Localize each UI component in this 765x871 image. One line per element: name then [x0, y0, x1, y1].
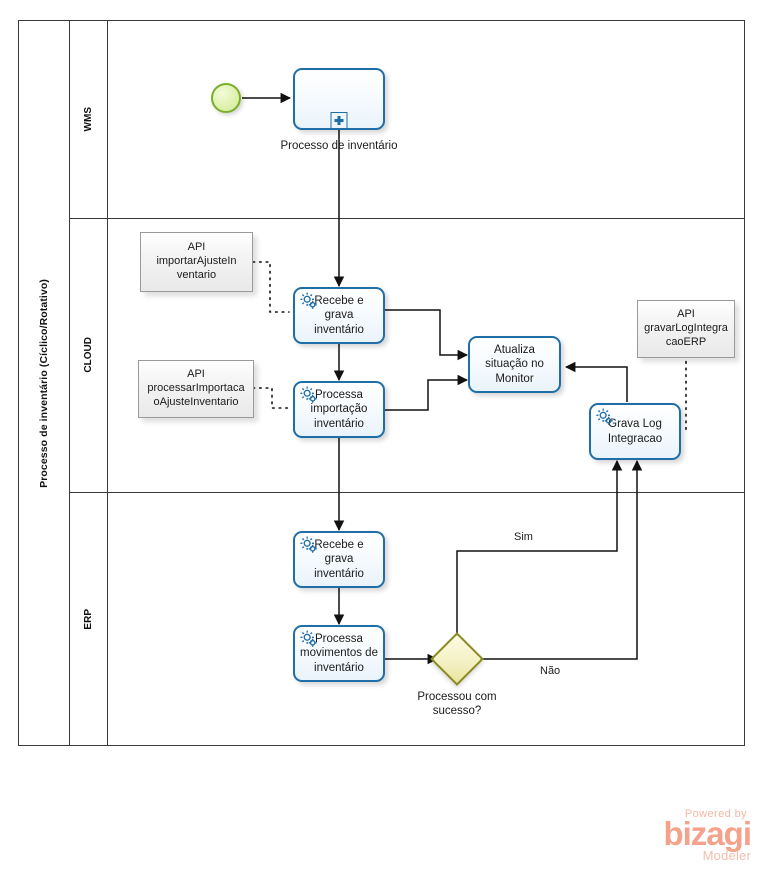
pool-header: Processo de inventário (Cíclico/Rotativo…	[18, 20, 70, 746]
flow-label-nao: Não	[540, 665, 561, 677]
annotation-api-processar-importacao: API processarImportaca oAjusteInventario	[138, 360, 254, 418]
lane-separator-2	[70, 492, 745, 493]
task-cloud-processa-importacao-inventario[interactable]: Processa importação inventário	[293, 381, 385, 438]
bizagi-watermark: Powered by bizagi Modeler	[663, 807, 752, 863]
annotation-text: API processarImportaca oAjusteInventario	[147, 368, 245, 408]
watermark-brand: bizagi	[663, 814, 752, 852]
start-event[interactable]	[211, 83, 241, 113]
watermark-product: Modeler	[702, 848, 751, 863]
task-processo-de-inventario[interactable]: Processo de inventário	[293, 68, 385, 130]
annotation-text: API importarAjusteIn ventario	[156, 241, 237, 281]
task-processo-de-inventario-label: Processo de inventário	[280, 140, 398, 152]
lane-label-wms: WMS	[83, 106, 94, 132]
task-erp-recebe-e-grava-inventario[interactable]: Recebe e grava inventário	[293, 531, 385, 588]
lane-label-cloud: CLOUD	[83, 337, 94, 373]
task-atualiza-situacao-no-monitor[interactable]: Atualiza situação no Monitor	[468, 336, 561, 393]
lane-label-erp: ERP	[83, 608, 94, 630]
lane-header-erp: ERP	[70, 492, 108, 746]
gateway-processou-com-sucesso[interactable]	[430, 632, 484, 686]
task-label: Recebe e grava inventário	[314, 539, 364, 580]
lane-header-wms: WMS	[70, 20, 108, 218]
watermark-powered-by: Powered by	[684, 807, 747, 820]
annotation-api-gravar-log-integracao-erp: API gravarLogIntegra caoERP	[637, 300, 735, 358]
annotation-text: API gravarLogIntegra caoERP	[644, 308, 728, 348]
task-label: Processa importação inventário	[310, 389, 368, 430]
task-erp-processa-movimentos-inventario[interactable]: Processa movimentos de inventário	[293, 625, 385, 682]
task-label: Atualiza situação no Monitor	[485, 344, 544, 385]
flow-label-sim: Sim	[514, 531, 533, 543]
task-label: Grava Log Integracao	[607, 418, 663, 445]
task-label: Processa movimentos de inventário	[300, 633, 378, 674]
lane-header-cloud: CLOUD	[70, 218, 108, 492]
annotation-api-importar-ajuste-inventario: API importarAjusteIn ventario	[140, 232, 253, 292]
lane-separator-1	[70, 218, 745, 219]
task-grava-log-integracao[interactable]: Grava Log Integracao	[589, 403, 681, 460]
pool-title: Processo de inventário (Cíclico/Rotativo…	[37, 278, 50, 488]
gateway-label: Processou com sucesso?	[417, 691, 497, 717]
gateway-diamond	[430, 632, 484, 686]
task-cloud-recebe-e-grava-inventario[interactable]: Recebe e grava inventário	[293, 287, 385, 344]
task-label: Recebe e grava inventário	[314, 295, 364, 336]
collapsed-subprocess-icon[interactable]	[330, 112, 348, 129]
